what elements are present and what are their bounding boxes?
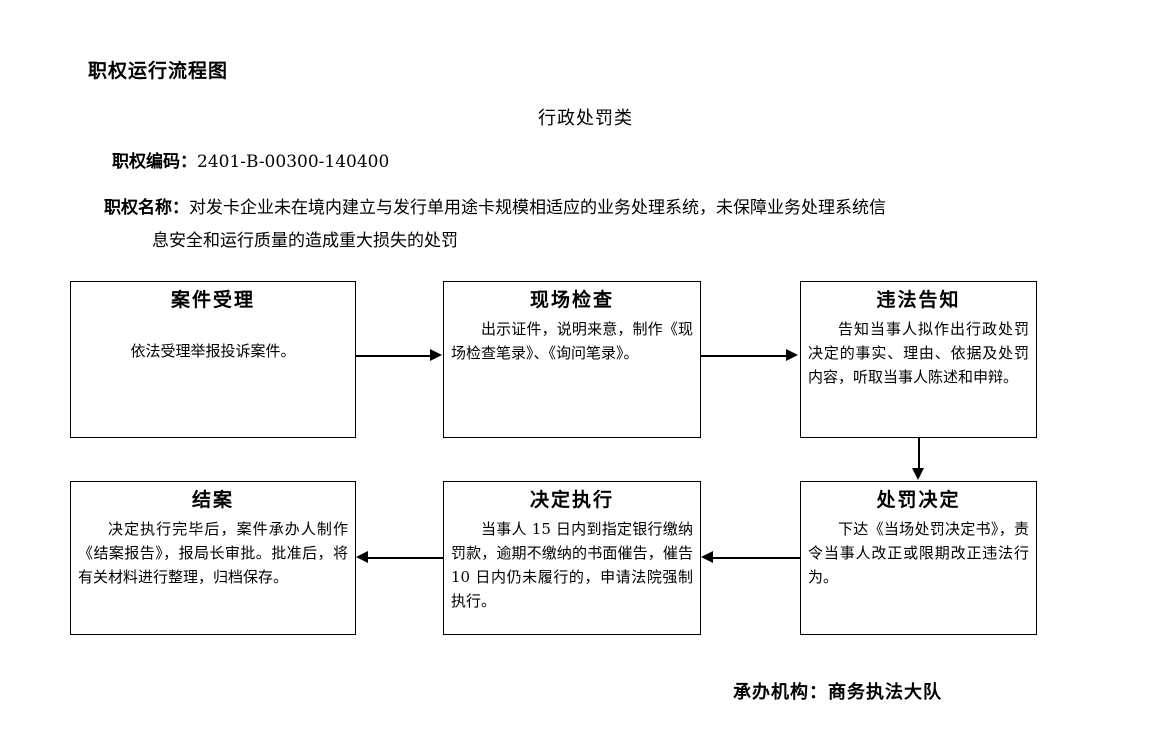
arrow-down-icon [912,468,924,480]
flow-node-body: 当事人 15 日内到指定银行缴纳罚款，逾期不缴纳的书面催告，催告 10 日内仍未… [451,519,693,611]
flow-node-title: 决定执行 [529,489,614,511]
arrow-right-icon [786,349,798,361]
arrow-right-icon [430,349,442,361]
flow-node-body: 出示证件，说明来意，制作《现场检查笔录》、《询问笔录》。 [451,319,693,362]
handling-agency-value: 商务执法大队 [828,682,942,703]
authority-name-row: 职权名称：对发卡企业未在境内建立与发行单用途卡规模相适应的业务处理系统，未保障业… [104,192,1104,258]
handling-agency-label: 承办机构： [733,682,828,703]
authority-name-value-line1: 对发卡企业未在境内建立与发行单用途卡规模相适应的业务处理系统，未保障业务处理系统… [189,198,886,218]
flow-node-title: 案件受理 [170,289,255,311]
flow-node-body: 依法受理举报投诉案件。 [130,341,296,360]
flow-node-body: 决定执行完毕后，案件承办人制作《结案报告》，报局长审批。批准后，将有关材料进行整… [78,519,348,587]
authority-name-value-line2: 息安全和运行质量的造成重大损失的处罚 [152,231,458,252]
flow-node-case-acceptance[interactable]: 案件受理 依法受理举报投诉案件。 [70,281,356,438]
connector-acceptance-to-inspection [356,355,432,357]
connector-decision-to-execution [713,557,800,559]
flow-node-penalty-decision[interactable]: 处罚决定 下达《当场处罚决定书》，责令当事人改正或限期改正违法行为。 [800,481,1037,635]
flow-node-decision-execution[interactable]: 决定执行 当事人 15 日内到指定银行缴纳罚款，逾期不缴纳的书面催告，催告 10… [443,481,701,635]
flow-node-on-site-inspection[interactable]: 现场检查 出示证件，说明来意，制作《现场检查笔录》、《询问笔录》。 [443,281,701,438]
flow-node-title: 违法告知 [876,289,961,311]
connector-execution-to-closure [368,557,443,559]
document-title: 职权运行流程图 [88,60,229,82]
document-subtitle: 行政处罚类 [538,108,633,129]
flow-node-title: 现场检查 [529,289,614,311]
arrow-left-icon [356,551,368,563]
authority-code-value: 2401-B-00300-140400 [197,152,390,172]
flow-node-violation-notice[interactable]: 违法告知 告知当事人拟作出行政处罚决定的事实、理由、依据及处罚内容，听取当事人陈… [800,281,1037,438]
handling-agency-row: 承办机构：商务执法大队 [733,678,942,704]
flow-node-title: 处罚决定 [876,489,961,511]
arrow-left-icon [701,551,713,563]
authority-code-label: 职权编码： [112,152,197,172]
flow-node-body: 下达《当场处罚决定书》，责令当事人改正或限期改正违法行为。 [808,519,1029,587]
connector-inspection-to-notice [701,355,788,357]
authority-code-row: 职权编码：2401-B-00300-140400 [112,147,389,172]
flow-node-title: 结案 [191,489,234,511]
flow-node-case-closure[interactable]: 结案 决定执行完毕后，案件承办人制作《结案报告》，报局长审批。批准后，将有关材料… [70,481,356,635]
authority-name-label: 职权名称： [104,198,189,218]
connector-notice-to-decision [918,438,920,470]
flow-node-body: 告知当事人拟作出行政处罚决定的事实、理由、依据及处罚内容，听取当事人陈述和申辩。 [808,319,1029,387]
